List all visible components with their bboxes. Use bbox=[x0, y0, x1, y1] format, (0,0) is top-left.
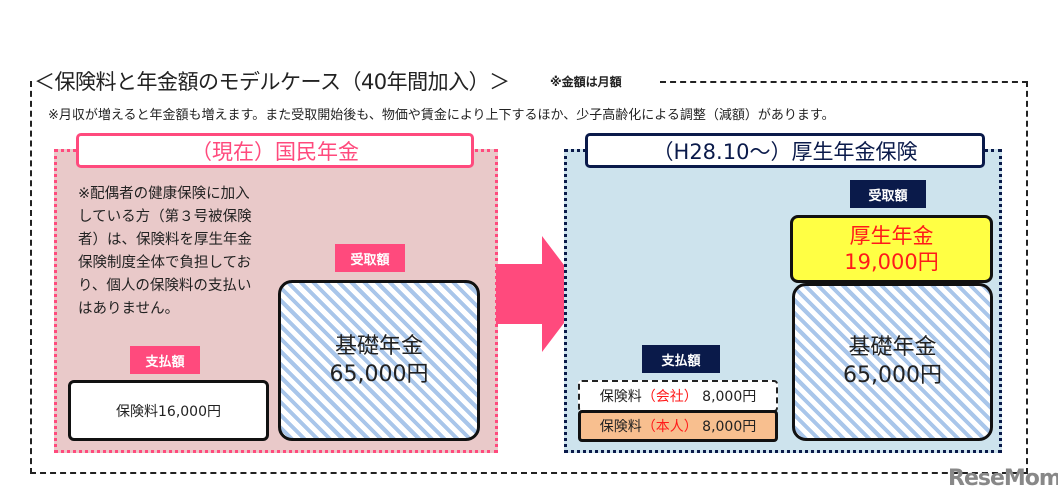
employee-pension-title: （H28.10〜）厚生年金保険 bbox=[585, 133, 985, 168]
premium-amount: 8,000円 bbox=[702, 389, 757, 405]
left-receive-tag: 受取額 bbox=[335, 244, 405, 272]
basic-pension-amount: 65,000円 bbox=[843, 363, 942, 388]
premium-label: 保険料 bbox=[599, 419, 642, 435]
left-basic-pension-box: 基礎年金 65,000円 bbox=[278, 280, 480, 441]
payer-self: （本人） bbox=[641, 419, 698, 435]
basic-pension-amount: 65,000円 bbox=[329, 361, 429, 387]
employee-pension-box: 厚生年金 19,000円 bbox=[790, 215, 993, 283]
premium-label: 保険料 bbox=[599, 389, 642, 405]
right-receive-tag: 受取額 bbox=[850, 180, 926, 208]
national-pension-title: （現在）国民年金 bbox=[76, 133, 474, 168]
spouse-note: ※配偶者の健康保険に加入している方（第３号被保険者）は、保険料を厚生年金保険制度… bbox=[78, 186, 252, 317]
premium-amount: 8,000円 bbox=[702, 419, 757, 435]
right-basic-pension-box: 基礎年金 65,000円 bbox=[792, 283, 993, 441]
payer-company: （会社） bbox=[641, 389, 698, 405]
left-premium-box: 保険料16,000円 bbox=[68, 380, 269, 441]
basic-pension-label: 基礎年金 bbox=[334, 333, 423, 359]
outer-frame-top-line bbox=[660, 81, 1028, 83]
employee-pension-amount: 19,000円 bbox=[844, 250, 939, 274]
basic-pension-label: 基礎年金 bbox=[848, 335, 937, 360]
right-pay-tag: 支払額 bbox=[642, 345, 720, 373]
company-premium-box: 保険料（会社） 8,000円 bbox=[578, 380, 778, 412]
right-arrow-icon bbox=[496, 236, 586, 352]
outer-dashed-frame bbox=[30, 81, 1028, 474]
resemom-watermark: ReseMom bbox=[948, 466, 1058, 491]
diagram-title: ＜保険料と年金額のモデルケース（40年間加入）＞ bbox=[34, 70, 510, 94]
left-pay-tag: 支払額 bbox=[130, 346, 200, 374]
monthly-note: ※金額は月額 bbox=[550, 75, 622, 89]
general-note: ※月収が増えると年金額も増えます。また受取開始後も、物価や賃金により上下するほか… bbox=[48, 108, 835, 123]
self-premium-box: 保険料（本人） 8,000円 bbox=[578, 410, 778, 442]
employee-pension-label: 厚生年金 bbox=[849, 224, 934, 248]
